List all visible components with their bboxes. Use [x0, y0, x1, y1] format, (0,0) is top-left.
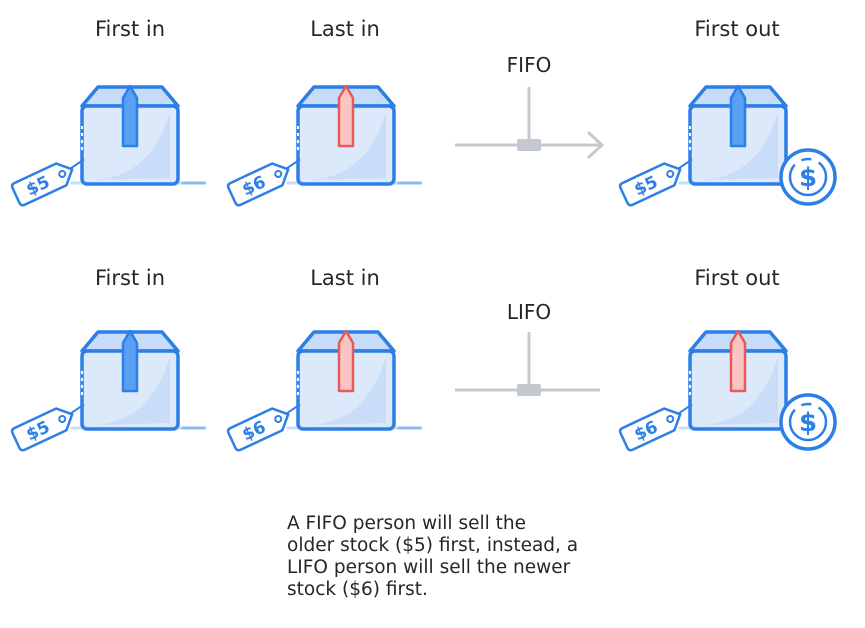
note-line: stock ($6) first. [287, 579, 428, 600]
lifo-method-label: LIFO [506, 300, 552, 324]
lifo-box-last-in [286, 329, 423, 431]
note-line: A FIFO person will sell the [287, 513, 526, 534]
lifo-coin-symbol: $ [799, 408, 817, 438]
fifo-first-out-label: First out [694, 17, 780, 41]
blue-tape-icon [729, 84, 747, 148]
fifo-arrow [455, 87, 604, 159]
lifo-first-in-label: First in [94, 266, 166, 290]
red-tape-icon [337, 84, 355, 148]
red-tape-icon [729, 329, 747, 393]
lifo-connector [455, 332, 600, 396]
fifo-coin-icon: $ [779, 148, 837, 206]
red-tape-icon [337, 329, 355, 393]
lifo-price-tag-first: $5 [9, 402, 85, 453]
fifo-first-in-label: First in [94, 17, 166, 41]
fifo-box-last-in [286, 84, 423, 186]
fifo-box-first-in [70, 84, 207, 186]
lifo-price-tag-second: $6 [225, 402, 301, 453]
explanation-note: A FIFO person will sell the older stock … [287, 513, 607, 601]
lifo-coin-icon: $ [779, 393, 837, 451]
fifo-last-in-label: Last in [310, 17, 380, 41]
blue-tape-icon [121, 329, 139, 393]
fifo-price-tag-second: $6 [225, 157, 301, 208]
note-line: LIFO person will sell the newer [287, 557, 571, 578]
note-line: older stock ($5) first, instead, a [287, 535, 579, 556]
lifo-last-in-label: Last in [310, 266, 380, 290]
fifo-price-tag-out: $5 [617, 157, 693, 208]
blue-tape-icon [121, 84, 139, 148]
fifo-price-tag-first: $5 [9, 157, 85, 208]
lifo-price-tag-out: $6 [617, 402, 693, 453]
fifo-coin-symbol: $ [799, 163, 817, 193]
lifo-first-out-label: First out [694, 266, 780, 290]
lifo-box-first-in [70, 329, 207, 431]
fifo-method-label: FIFO [506, 53, 552, 77]
